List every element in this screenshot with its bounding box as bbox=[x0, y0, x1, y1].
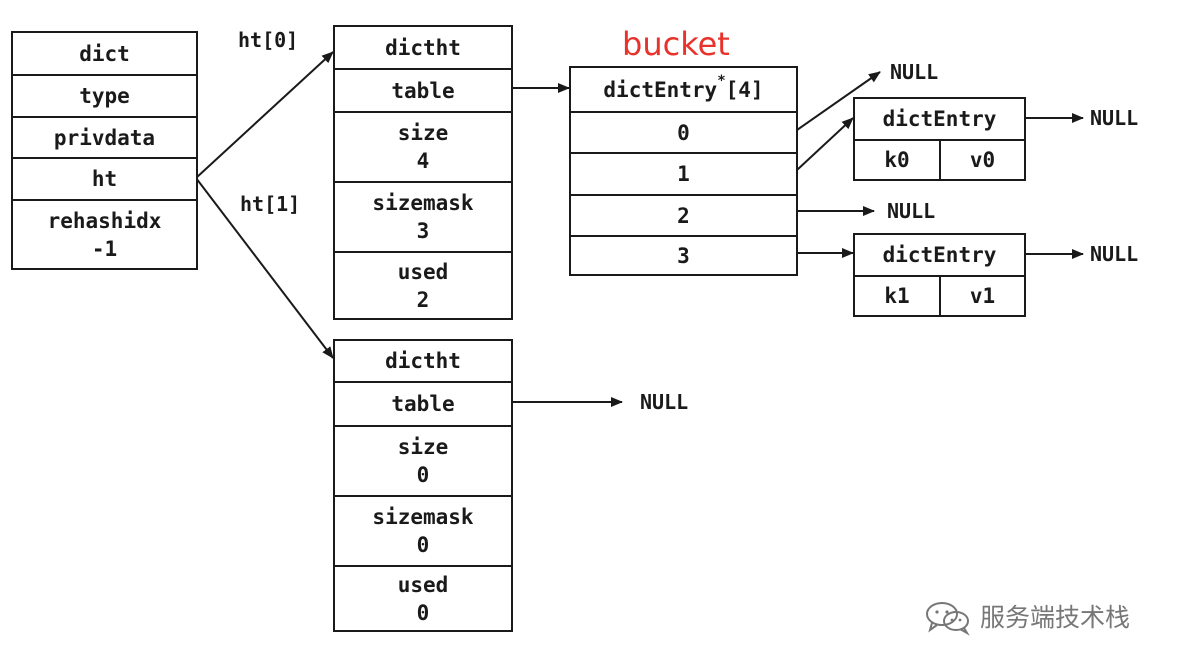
entry1-value: v1 bbox=[941, 275, 1024, 315]
dictht0-table: table bbox=[335, 68, 511, 111]
dict-field-type: type bbox=[13, 74, 196, 116]
arrow-slot0 bbox=[796, 71, 881, 131]
arrow-ht1 bbox=[195, 177, 334, 359]
dict-field-privdata: privdata bbox=[13, 116, 196, 157]
pointer-star: * bbox=[717, 73, 726, 89]
entry0-value: v0 bbox=[941, 139, 1024, 179]
null-slot0: NULL bbox=[890, 60, 939, 84]
dictht0-title: dictht bbox=[385, 35, 461, 60]
bucket-header: dictEntry*[4] bbox=[603, 73, 764, 102]
bucket-slot-1: 1 bbox=[571, 152, 796, 194]
null-slot2: NULL bbox=[887, 199, 936, 223]
rehashidx-name: rehashidx bbox=[47, 208, 162, 233]
null-table1: NULL bbox=[640, 390, 689, 414]
dictht1-table: table bbox=[335, 381, 511, 425]
null-entry0: NULL bbox=[1090, 106, 1139, 130]
bucket-label: bucket bbox=[622, 25, 730, 63]
ht1-label: ht[1] bbox=[240, 192, 301, 216]
wechat-icon bbox=[926, 602, 970, 636]
bucket-slot-0: 0 bbox=[571, 111, 796, 152]
arrow-ht0 bbox=[195, 51, 334, 179]
dict-struct: dict type privdata ht rehashidx -1 bbox=[11, 31, 198, 270]
dict-entry-1: dictEntry k1 v1 bbox=[853, 233, 1026, 317]
rehashidx-value: -1 bbox=[91, 236, 118, 261]
null-entry1: NULL bbox=[1090, 242, 1139, 266]
arrow-slot1 bbox=[796, 117, 854, 171]
watermark-text: 服务端技术栈 bbox=[980, 603, 1131, 632]
entry0-key: k0 bbox=[855, 139, 941, 179]
dict-entry-0: dictEntry k0 v0 bbox=[853, 97, 1026, 181]
dictht1-title: dictht bbox=[385, 349, 461, 373]
dict-field-name: dict bbox=[79, 41, 130, 66]
bucket-slot-3: 3 bbox=[571, 235, 796, 274]
entry1-title: dictEntry bbox=[882, 243, 997, 267]
ht0-label: ht[0] bbox=[238, 28, 299, 52]
bucket-slot-2: 2 bbox=[571, 194, 796, 235]
bucket-array: dictEntry*[4] 0 1 2 3 bbox=[569, 66, 798, 276]
dict-field-ht: ht bbox=[13, 157, 196, 199]
entry0-title: dictEntry bbox=[882, 107, 997, 131]
entry1-key: k1 bbox=[855, 275, 941, 315]
dict-field-rehashidx: rehashidx -1 bbox=[13, 199, 196, 268]
